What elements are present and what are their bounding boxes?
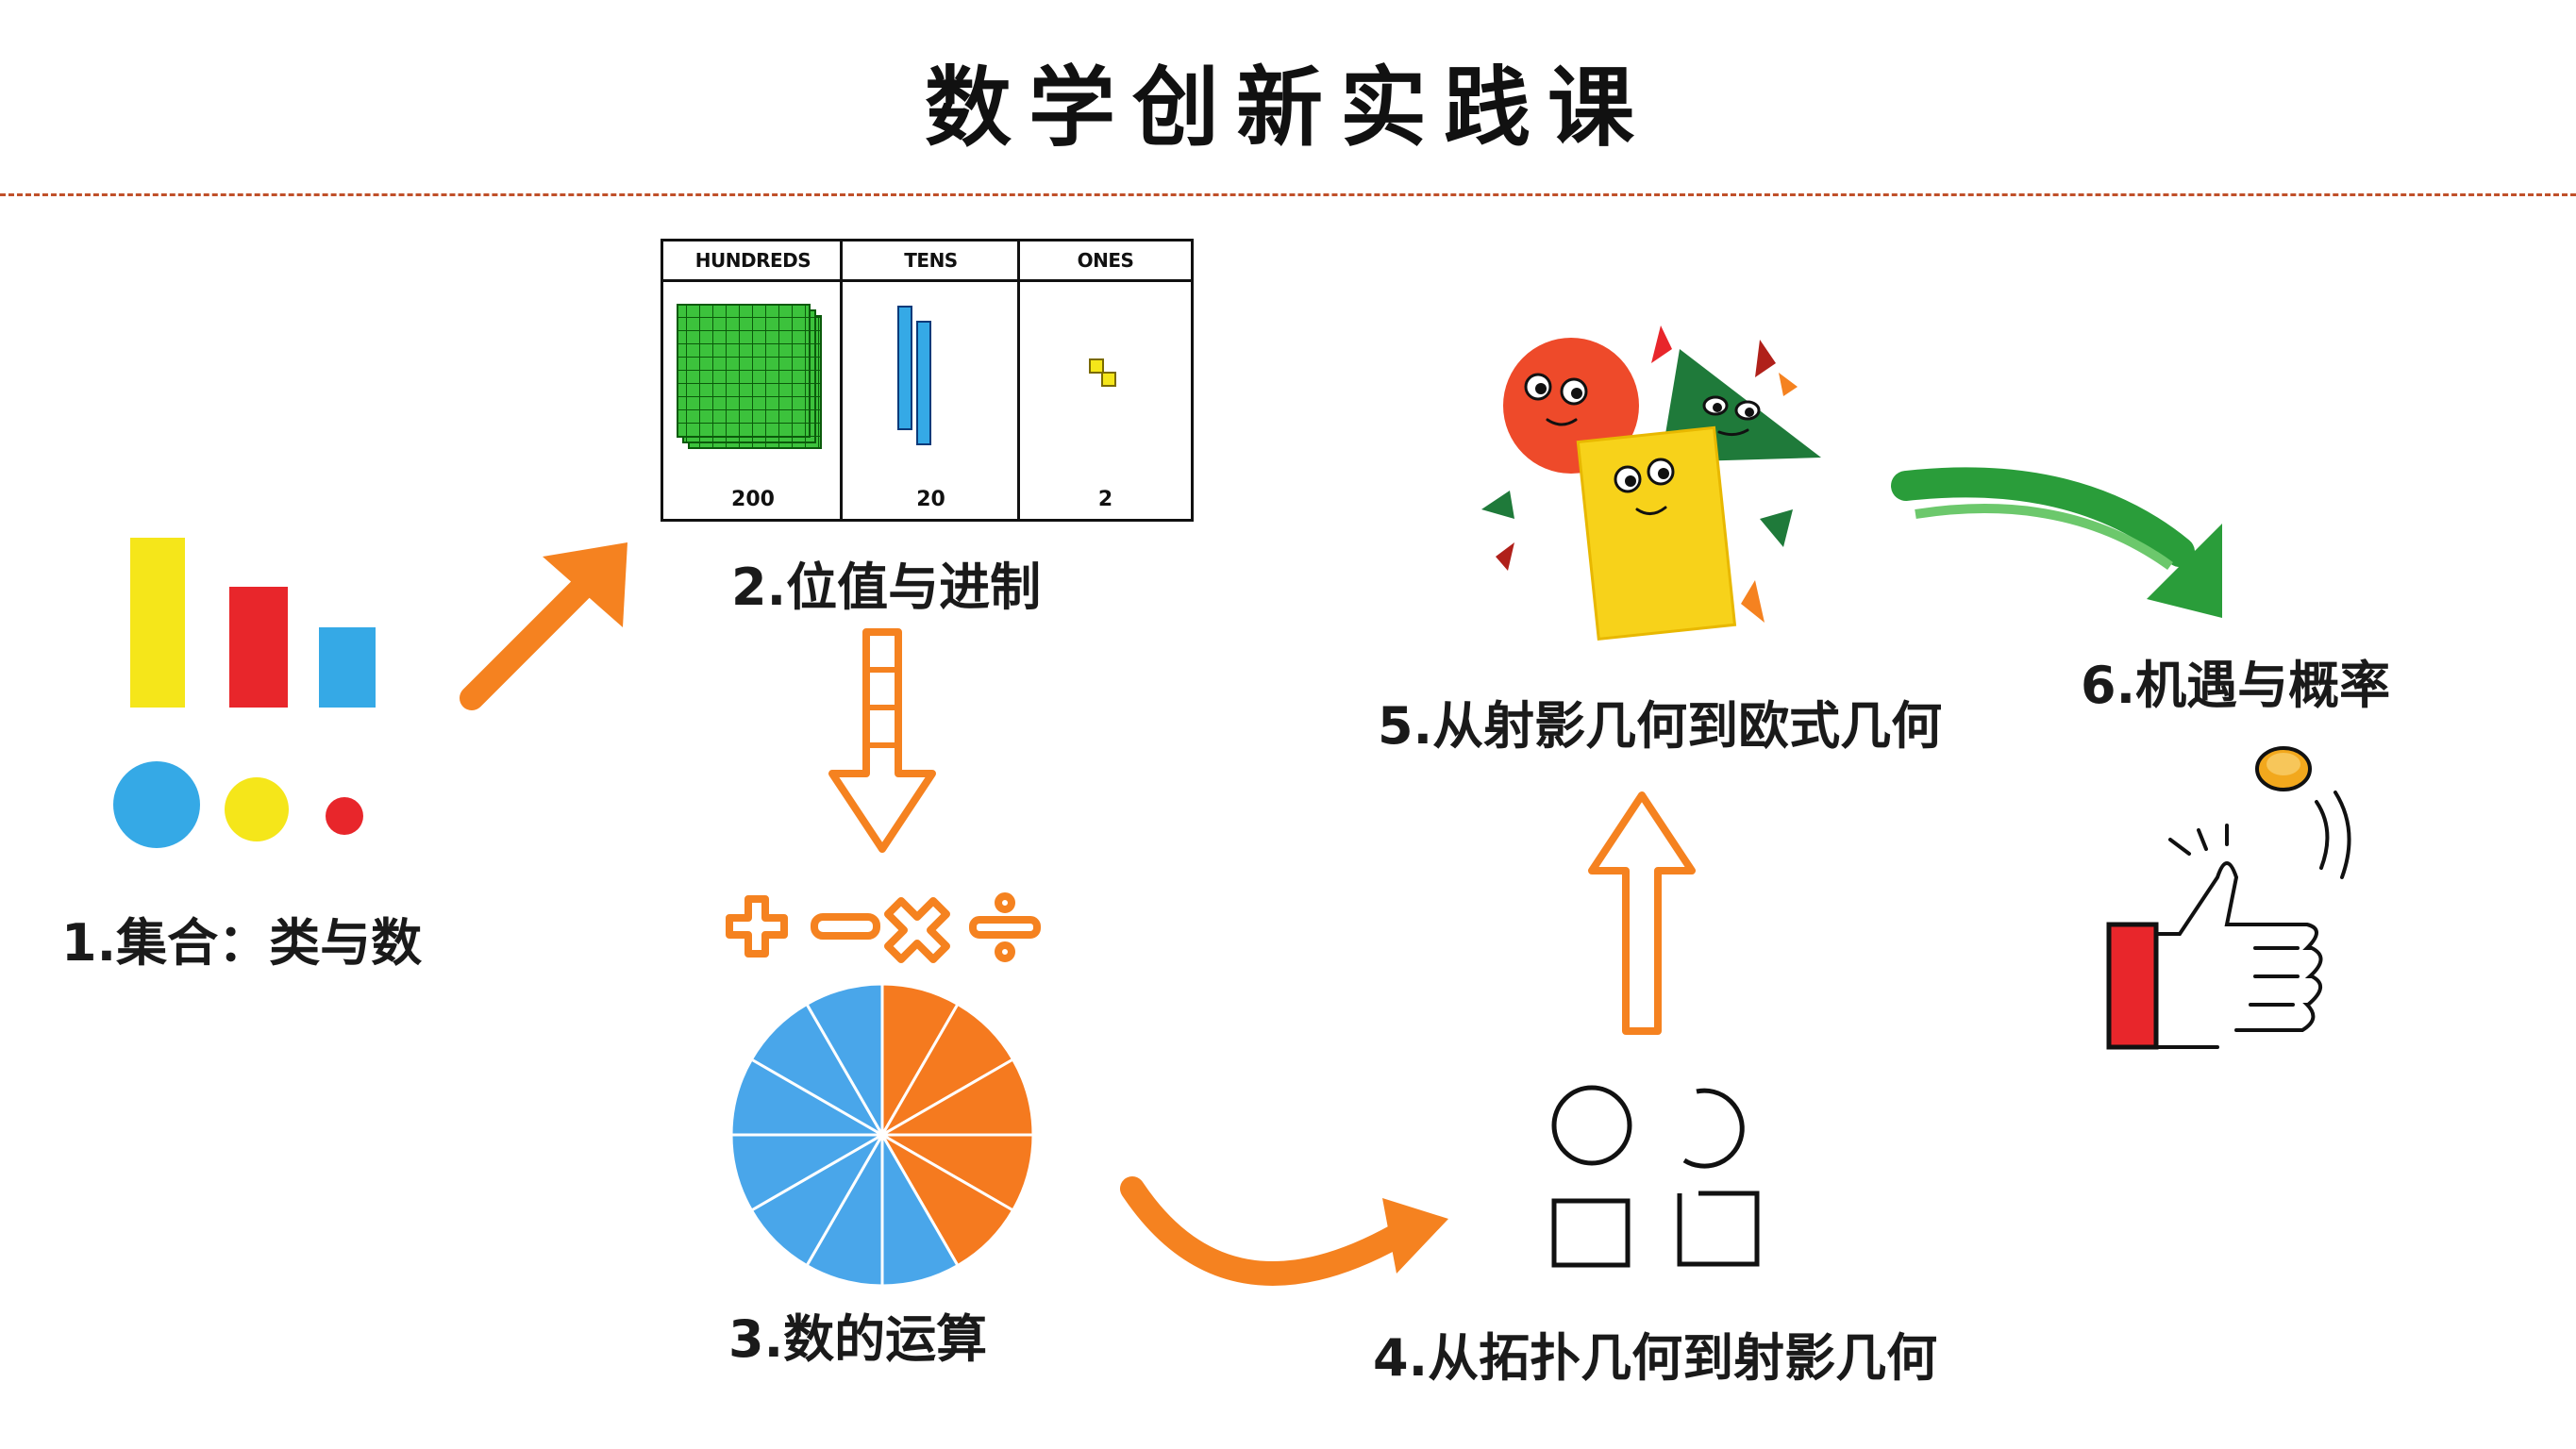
ones-value: 2 xyxy=(1097,488,1113,511)
blue-circle xyxy=(113,761,200,848)
step-6-label: 6.机遇与概率 xyxy=(2081,656,2391,715)
hundreds-header: HUNDREDS xyxy=(663,242,843,282)
base-ten-blocks-icon xyxy=(677,304,1116,449)
red-circle xyxy=(326,797,363,835)
curved-orange-arrow-icon xyxy=(1120,1176,1448,1286)
coin-flip-thumb-icon xyxy=(2106,746,2351,1050)
times-icon xyxy=(884,897,950,963)
operators-row xyxy=(726,892,1041,963)
circles-and-squares-icon xyxy=(1551,1085,1760,1268)
title-divider xyxy=(0,193,2576,196)
step-2-label: 2.位值与进制 xyxy=(731,558,1042,617)
tens-value: 20 xyxy=(916,488,945,511)
hundreds-column: HUNDREDS 200 xyxy=(663,242,843,519)
green-curved-arrow-icon xyxy=(1891,467,2222,618)
tens-column: TENS 20 xyxy=(840,242,1019,519)
yellow-bar xyxy=(130,538,185,708)
place-value-table: HUNDREDS 200 TENS 20 ONES 2 xyxy=(661,239,1194,522)
smiling-shapes-icon xyxy=(1481,325,1821,641)
ones-header: ONES xyxy=(1020,242,1191,282)
page-title: 数学创新实践课 xyxy=(924,57,1651,158)
step-5-label: 5.从射影几何到欧式几何 xyxy=(1378,696,1943,756)
colored-bars-and-circles-icon xyxy=(113,538,376,848)
hollow-down-arrow-icon xyxy=(828,628,936,853)
plus-icon xyxy=(726,895,788,958)
tens-header: TENS xyxy=(843,242,1019,282)
step-4-label: 4.从拓扑几何到射影几何 xyxy=(1373,1328,1938,1388)
hollow-up-arrow-icon xyxy=(1588,791,1696,1035)
blue-bar xyxy=(319,627,376,708)
orange-arrow-up-right-icon xyxy=(460,542,627,710)
step-3-label: 3.数的运算 xyxy=(728,1309,988,1369)
red-bar xyxy=(229,587,288,708)
red-sleeve xyxy=(2106,922,2159,1050)
fraction-pie-icon xyxy=(729,982,1035,1288)
ones-column: ONES 2 xyxy=(1017,242,1191,519)
step-1-label: 1.集合：类与数 xyxy=(61,913,423,973)
hundreds-value: 200 xyxy=(731,488,775,511)
minus-icon xyxy=(811,913,880,940)
divide-icon xyxy=(969,892,1041,962)
pie-slice xyxy=(804,982,884,1141)
yellow-circle xyxy=(225,777,289,841)
